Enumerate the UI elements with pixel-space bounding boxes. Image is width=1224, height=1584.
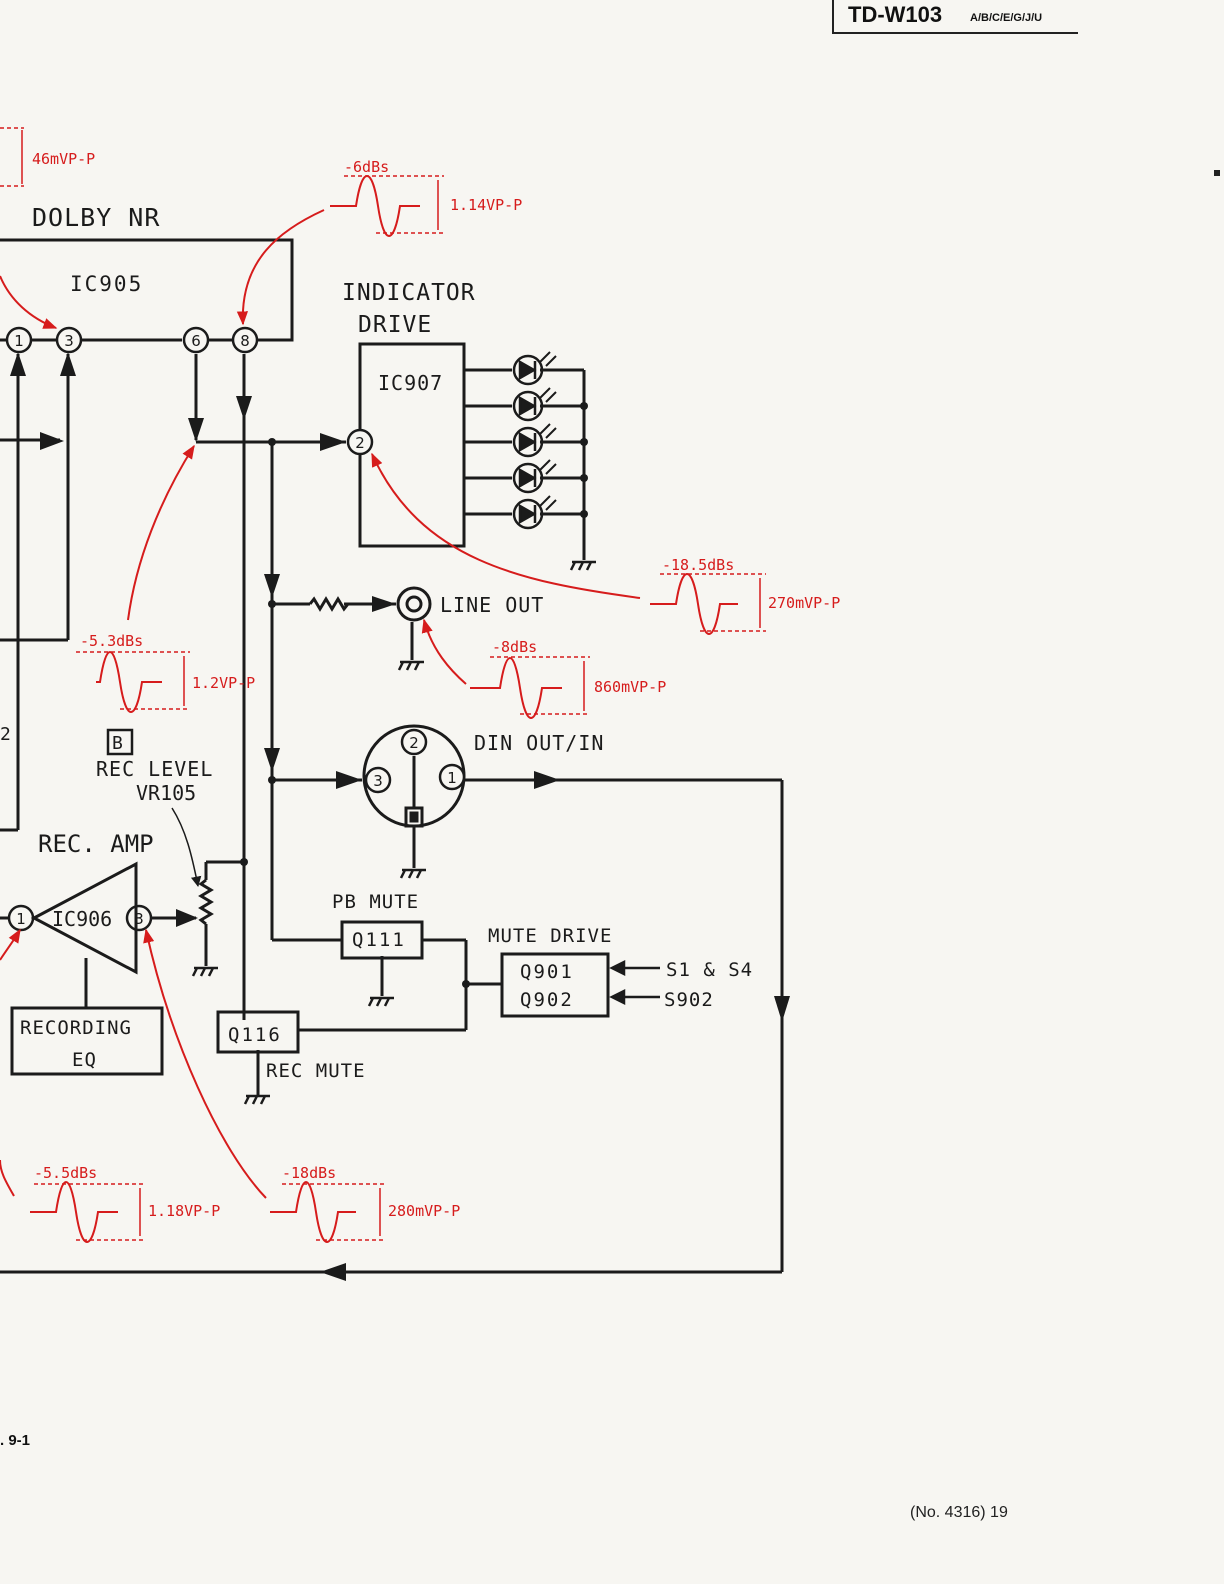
rec-mute-label: REC MUTE: [266, 1060, 366, 1082]
waveform-labels: 46mVP-P -6dBs 1.14VP-P -18.5dBs 270mVP-P…: [32, 150, 840, 1220]
din-pin-1: 1: [447, 769, 457, 787]
waveform-5-3dbs: [76, 444, 195, 713]
switch-inputs: [609, 959, 660, 1006]
header-box: [832, 0, 1078, 34]
wf3-level: -8dBs: [492, 638, 537, 656]
waveform-annotations: [0, 127, 766, 1243]
eq-label: EQ: [72, 1049, 97, 1071]
din-pin-3: 3: [373, 772, 383, 790]
wf6-level: -18dBs: [282, 1164, 336, 1182]
ic905-pin-3: 3: [64, 332, 74, 350]
signal-arrows: [10, 352, 790, 1281]
wf1-amplitude: 1.14VP-P: [450, 196, 522, 214]
wf1-level: -6dBs: [344, 158, 389, 176]
indicator-label: INDICATOR: [342, 280, 476, 306]
dolby-nr-label: DOLBY NR: [32, 203, 160, 232]
ic907-pin-2: 2: [355, 434, 365, 452]
vr105-label: VR105: [136, 781, 196, 805]
rec-level-label: REC LEVEL: [96, 757, 213, 781]
recording-label: RECORDING: [20, 1017, 132, 1039]
dolby-nr-block: [0, 238, 294, 342]
ic906-pin-3: 3: [134, 910, 144, 928]
rec-amp-triangle: [30, 861, 138, 975]
rec-level-pointer: [171, 807, 202, 888]
ic906-label: IC906: [52, 907, 112, 931]
model-variants: A/B/C/E/G/J/U: [970, 12, 1043, 24]
rec-level-box-label: B: [112, 733, 123, 754]
led-array: [512, 351, 557, 530]
waveform-18dbs: [143, 928, 386, 1243]
din-pin-2: 2: [409, 734, 419, 752]
ic905-pin-1: 1: [14, 332, 24, 350]
edge-mark: [1214, 170, 1220, 176]
din-label: DIN OUT/IN: [474, 731, 604, 755]
pin-numbers: 1 3 6 8 2 2 3 1 1 3: [14, 332, 457, 928]
page-number: (No. 4316) 19: [910, 1504, 1008, 1521]
wf6-amplitude: 280mVP-P: [388, 1202, 460, 1220]
line-out-jack: [396, 586, 432, 622]
ic905-pin-8: 8: [240, 332, 250, 350]
wf2-level: -18.5dBs: [662, 556, 734, 574]
junction-dots: [240, 402, 588, 988]
component-boxes: [10, 728, 610, 1076]
s902-label: S902: [664, 989, 714, 1011]
mute-drive-label: MUTE DRIVE: [488, 925, 612, 947]
wf4-level: -5.3dBs: [80, 632, 143, 650]
waveform-5-5dbs: [0, 928, 146, 1243]
q902-label: Q902: [520, 989, 574, 1011]
pb-mute-label: PB MUTE: [332, 891, 419, 913]
ic906-pin-1: 1: [16, 910, 26, 928]
waveform-18-5dbs: [371, 452, 766, 635]
waveform-46mv: [0, 127, 24, 187]
wf5-amplitude: 1.18VP-P: [148, 1202, 220, 1220]
schematic-wiring: [0, 238, 784, 1274]
s1-s4-label: S1 & S4: [666, 959, 753, 981]
ic905-pin-6: 6: [191, 332, 201, 350]
wf5-level: -5.5dBs: [34, 1164, 97, 1182]
wf4-amplitude: 1.2VP-P: [192, 674, 255, 692]
waveform-8dbs: [421, 618, 590, 719]
q116-label: Q116: [228, 1024, 282, 1046]
drive-label: DRIVE: [358, 312, 432, 338]
wf0-amplitude: 46mVP-P: [32, 150, 95, 168]
wf3-amplitude: 860mVP-P: [594, 678, 666, 696]
left-partial-label: 2: [0, 724, 11, 745]
schematic-text: DOLBY NR IC905 INDICATOR DRIVE IC907 LIN…: [0, 203, 753, 1082]
figure-label: . 9-1: [0, 1432, 31, 1449]
line-out-label: LINE OUT: [440, 593, 544, 617]
waveform-6dbs: [236, 175, 444, 326]
pin-circles: [5, 326, 466, 932]
wf2-amplitude: 270mVP-P: [768, 594, 840, 612]
q901-label: Q901: [520, 961, 574, 983]
q111-label: Q111: [352, 929, 406, 951]
ic905-label: IC905: [70, 272, 143, 296]
rec-amp-label: REC. AMP: [38, 830, 154, 858]
ic907-label: IC907: [378, 371, 443, 395]
ground-symbols: [191, 560, 596, 1105]
model-number: TD-W103: [848, 2, 943, 27]
